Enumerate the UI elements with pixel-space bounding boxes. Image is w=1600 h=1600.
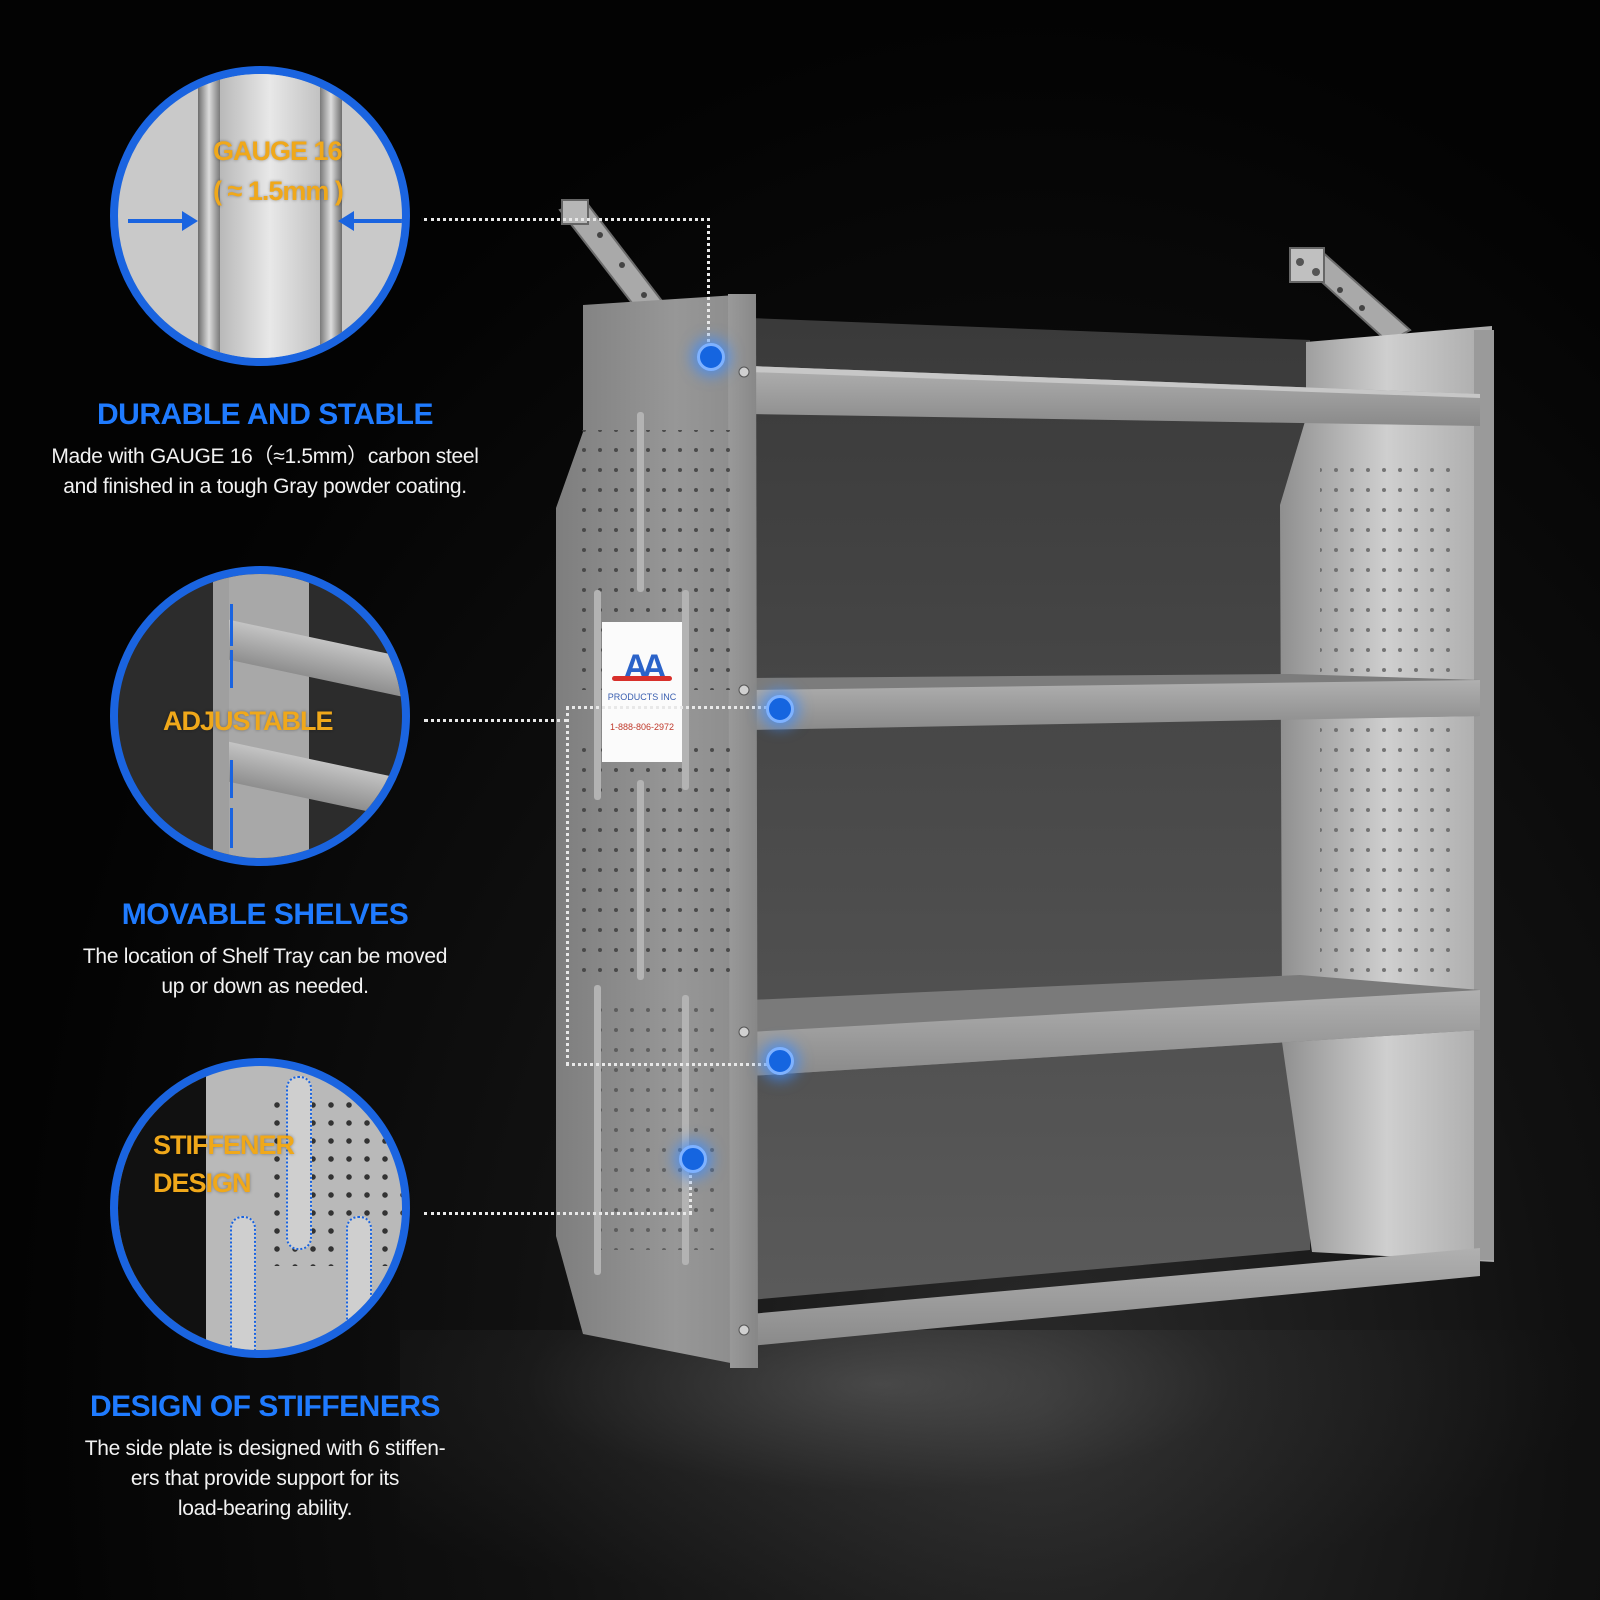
zoom-circle-gauge: GAUGE 16 ( ≈ 1.5mm ) (110, 66, 410, 366)
zoom-side-rail (213, 574, 229, 858)
left-side-panel (556, 294, 758, 1368)
feature-desc-movable: The location of Shelf Tray can be moved … (82, 945, 448, 998)
stiffener-slot-left (230, 1216, 256, 1350)
stiffener-slot-vertical (286, 1076, 312, 1250)
back-panel (750, 318, 1310, 1300)
arrow-right-head (338, 211, 354, 231)
leader-line-1-drop (707, 218, 710, 354)
stiffener-label: STIFFENER (153, 1130, 295, 1160)
hotspot-shelf-upper[interactable] (766, 695, 794, 723)
shelf-lower (750, 975, 1480, 1076)
right-mount-bracket (1289, 247, 1412, 344)
arrow-left (128, 219, 188, 223)
leader-line-3-rise (689, 1158, 692, 1214)
arrow-updown-4 (230, 808, 233, 848)
steel-edge-strip-right (320, 74, 342, 358)
brand-logo-swoosh (612, 676, 672, 681)
hotspot-gauge[interactable] (697, 343, 725, 371)
arrow-updown-2 (230, 650, 233, 688)
gauge-label: GAUGE 16 (213, 136, 343, 166)
company-phone: 1-888-806-2972 (609, 722, 675, 732)
brand-logo: AA (623, 648, 666, 686)
zoom-circle-stiffener: STIFFENER DESIGN (110, 1058, 410, 1358)
arrow-left-head (182, 211, 198, 231)
arrow-updown-1 (230, 604, 233, 646)
arrow-right (352, 219, 402, 223)
feature-desc-stiffeners: The side plate is designed with 6 stiffe… (84, 1437, 446, 1520)
feature-title-stiffeners: DESIGN OF STIFFENERS (89, 1390, 441, 1423)
shelf-top (750, 366, 1480, 426)
zoom-circle-adjustable: ADJUSTABLE (110, 566, 410, 866)
stiffener-label-line2: DESIGN (153, 1168, 252, 1198)
stiffener-slot-right (346, 1216, 372, 1350)
shelf-middle (750, 674, 1480, 730)
hotspot-stiffener[interactable] (679, 1145, 707, 1173)
leader-line-1 (424, 218, 710, 221)
shelf-bottom (750, 1248, 1480, 1346)
right-side-panel (1280, 326, 1494, 1262)
feature-title-movable: MOVABLE SHELVES (121, 898, 409, 931)
steel-edge-strip-left (198, 74, 220, 358)
arrow-updown-3 (230, 760, 233, 798)
zoom-side-panel (229, 574, 309, 858)
floor-reflection (400, 1330, 1600, 1600)
feature-title-durable: DURABLE AND STABLE (97, 398, 434, 431)
steel-face (220, 74, 320, 358)
company-name: PRODUCTS INC (607, 692, 677, 702)
feature-desc-durable: Made with GAUGE 16（≈1.5mm）carbon steel a… (51, 445, 479, 498)
leader-line-2 (424, 719, 568, 722)
gauge-thickness-label: ( ≈ 1.5mm ) (213, 176, 344, 206)
hotspot-shelf-lower[interactable] (766, 1047, 794, 1075)
leader-line-3 (424, 1212, 692, 1215)
leader-line-2-box (566, 706, 779, 1066)
adjustable-label: ADJUSTABLE (163, 706, 334, 736)
zoom-dark-edge (118, 1066, 206, 1350)
brand-sticker: AA PRODUCTS INC 1-888-806-2972 (602, 622, 682, 762)
